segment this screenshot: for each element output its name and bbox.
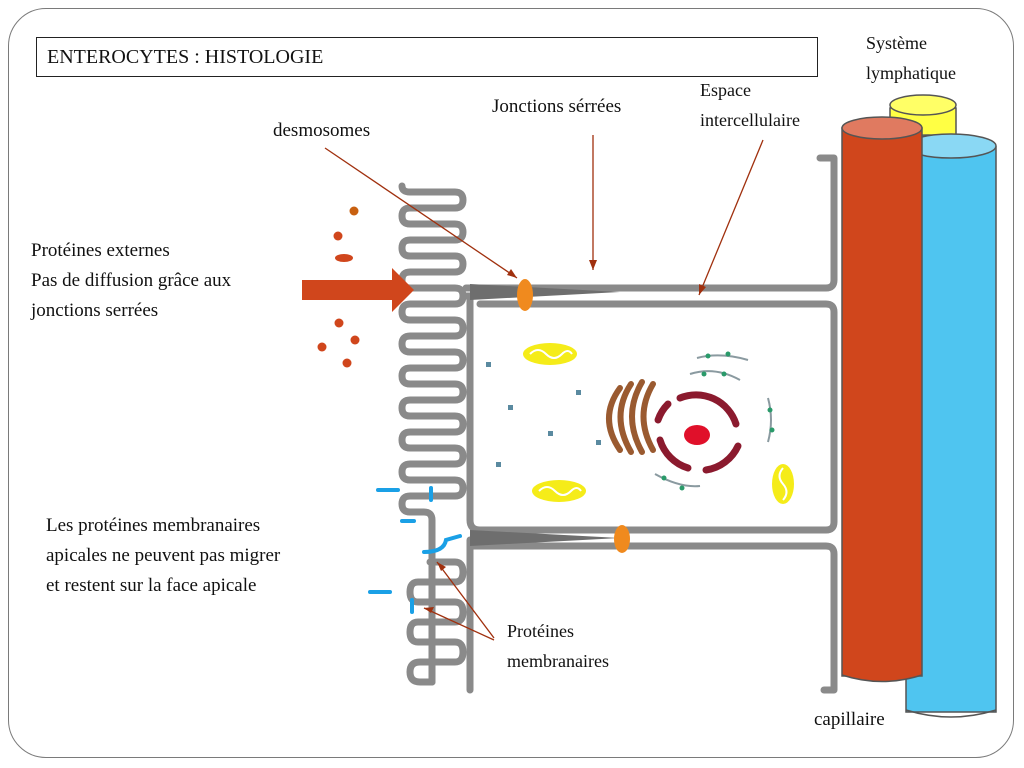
mitochondrion-2 <box>532 480 586 502</box>
tight-junction-top <box>470 284 620 300</box>
capillary-bottom <box>841 674 923 683</box>
capillary <box>841 116 923 683</box>
golgi-apparatus <box>606 379 656 455</box>
mitochondria <box>523 343 794 504</box>
label-jonctions-serrees: Jonctions sérrées <box>492 96 622 117</box>
pointer-lines <box>324 135 764 641</box>
label-apicales-line-1: Les protéines membranaires <box>46 515 261 536</box>
slide-frame <box>8 8 1014 758</box>
capillary-body <box>841 127 923 677</box>
slide-title: ENTEROCYTES : HISTOLOGIE <box>36 37 818 77</box>
tight-junction-bottom <box>470 530 620 546</box>
pointer-espace <box>698 139 764 296</box>
membrane-proteins <box>368 486 462 614</box>
capillary-top <box>841 116 923 140</box>
label-capillaire: capillaire <box>814 709 885 730</box>
pointer-proteines-1 <box>436 561 495 639</box>
endoplasmic-reticulum <box>654 354 772 488</box>
desmosome-bottom <box>614 525 630 553</box>
lymph-vessel-blue-bottom <box>905 709 997 718</box>
external-proteins <box>317 206 360 368</box>
label-proteines-membranaires: Protéines membranaires <box>507 616 609 676</box>
label-externes-line-3: jonctions serrées <box>31 300 159 321</box>
pointer-proteines-2 <box>423 607 495 641</box>
label-proteines-externes: Protéines externes Pas de diffusion grâc… <box>31 236 231 326</box>
membrane-bottom-junction <box>466 536 838 694</box>
membrane-apical-mid <box>462 292 838 534</box>
cell-membranes <box>398 154 838 694</box>
nucleolus <box>684 425 710 445</box>
desmosome-top <box>517 279 533 311</box>
nucleus <box>654 391 742 474</box>
label-membranaires-line-2: membranaires <box>507 651 609 671</box>
vesicles <box>486 362 601 467</box>
label-lymph-line-1: Système <box>866 33 927 53</box>
label-lymph-system: Système lymphatique <box>866 28 956 88</box>
ribosomes <box>661 351 775 491</box>
label-apicales-line-2: apicales ne peuvent pas migrer <box>46 545 281 566</box>
nuclear-envelope <box>654 391 742 474</box>
microvilli-lower <box>406 558 467 686</box>
label-externes-line-1: Protéines externes <box>31 240 170 261</box>
lymph-vessel-yellow-top <box>889 94 957 116</box>
microvilli-membrane <box>398 182 467 686</box>
label-apicales-line-3: et restent sur la face apicale <box>46 575 257 596</box>
label-membranaires-line-1: Protéines <box>507 621 574 641</box>
label-espace-intercellulaire: Espace intercellulaire <box>700 75 800 135</box>
membrane-top-junction <box>462 154 838 292</box>
label-espace-line-2: intercellulaire <box>700 110 800 130</box>
label-proteines-apicales: Les protéines membranaires apicales ne p… <box>46 511 280 601</box>
label-lymph-line-2: lymphatique <box>866 63 956 83</box>
label-externes-line-2: Pas de diffusion grâce aux <box>31 270 232 291</box>
block-arrow <box>302 268 414 312</box>
label-desmosomes: desmosomes <box>273 120 371 141</box>
pointer-desmosomes <box>324 147 518 279</box>
pointer-heads <box>424 260 706 613</box>
label-espace-line-1: Espace <box>700 80 751 100</box>
mitochondrion-1 <box>523 343 577 365</box>
